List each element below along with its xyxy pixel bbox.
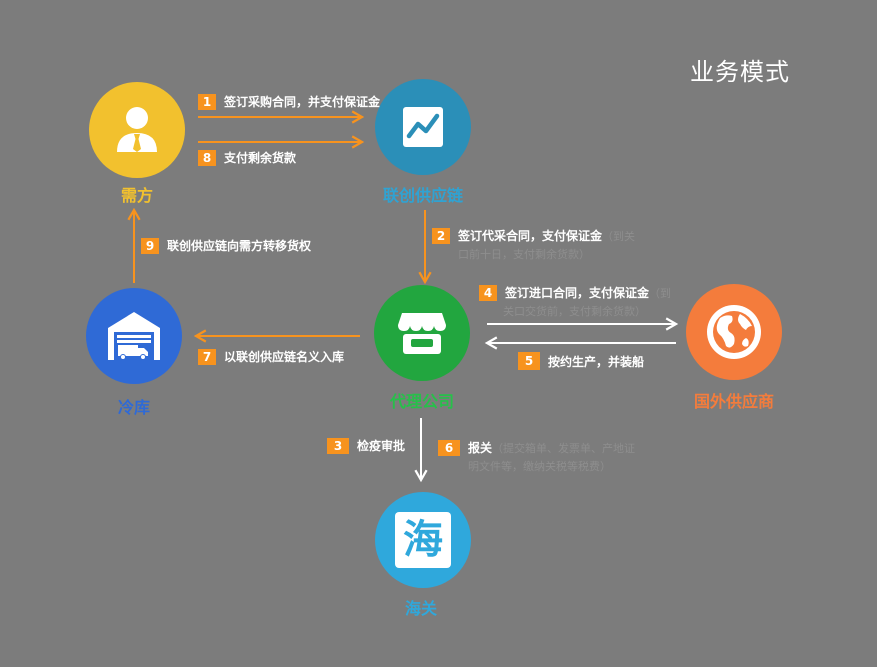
coldstore-node <box>86 288 182 384</box>
step-9: 9 联创供应链向需方转移货权 <box>141 237 311 254</box>
supplier-node <box>686 284 782 380</box>
step-number-badge: 4 <box>479 284 497 301</box>
coldstore-label: 冷库 <box>117 398 150 417</box>
step-text: 按约生产，并装船 <box>548 354 645 369</box>
step-6: 6 报关 （提交箱单、发票单、产地证 <box>438 439 635 456</box>
person-icon <box>117 107 157 152</box>
step-number-badge: 5 <box>518 352 540 370</box>
step-number-badge: 2 <box>432 227 450 244</box>
step-4-note-line2: 关口交货前，支付剩余货款） <box>503 305 646 318</box>
step-number-badge: 3 <box>327 437 349 454</box>
sea-glyph-icon: 海 <box>395 512 451 568</box>
step-number-badge: 1 <box>198 93 216 110</box>
warehouse-truck-icon <box>108 312 160 360</box>
step-6-note-line2: 明文件等，缴纳关税等税费） <box>468 460 611 473</box>
step-2-note-line2: 口前十日，支付剩余货款） <box>458 248 590 261</box>
step-text: 以联创供应链名义入库 <box>224 350 345 364</box>
step-note: （到关 <box>602 229 636 243</box>
customs-node: 海 <box>375 492 471 588</box>
globe-icon <box>707 305 761 359</box>
demand-label: 需方 <box>120 186 153 205</box>
step-text: 报关 <box>468 441 493 455</box>
step-4: 4 签订进口合同，支付保证金 （到 <box>479 284 671 301</box>
sea-glyph: 海 <box>403 517 443 563</box>
lianchuang-label: 联创供应链 <box>382 186 463 205</box>
step-text: 签订采购合同，并支付保证金 <box>224 95 381 109</box>
step-number-badge: 6 <box>438 439 460 456</box>
step-text: 检疫审批 <box>357 439 406 453</box>
step-1: 1 签订采购合同，并支付保证金 <box>198 93 380 110</box>
step-2: 2 签订代采合同，支付保证金 （到关 <box>432 227 635 244</box>
diagram-title: 业务模式 <box>690 58 790 86</box>
storefront-icon <box>398 313 446 354</box>
trend-chart-icon <box>403 107 443 147</box>
customs-label: 海关 <box>404 599 437 618</box>
step-text: 联创供应链向需方转移货权 <box>167 239 312 253</box>
lianchuang-node <box>375 79 471 175</box>
step-number-badge: 8 <box>198 149 216 166</box>
step-text: 支付剩余货款 <box>224 151 297 165</box>
agent-label: 代理公司 <box>389 392 454 411</box>
demand-node <box>89 82 185 178</box>
step-note: （提交箱单、发票单、产地证 <box>492 441 636 455</box>
step-8: 8 支付剩余货款 <box>198 149 296 166</box>
step-note: （到 <box>649 286 672 300</box>
agent-node <box>374 285 470 381</box>
step-7: 7 以联创供应链名义入库 <box>198 348 344 365</box>
step-text: 签订代采合同，支付保证金 <box>458 229 603 243</box>
step-3: 3 检疫审批 <box>327 437 405 454</box>
step-number-badge: 7 <box>198 348 216 365</box>
step-5: 5 按约生产，并装船 <box>518 352 644 370</box>
supplier-label: 国外供应商 <box>693 392 774 411</box>
step-number-badge: 9 <box>141 237 159 254</box>
step-text: 签订进口合同，支付保证金 <box>505 286 650 300</box>
